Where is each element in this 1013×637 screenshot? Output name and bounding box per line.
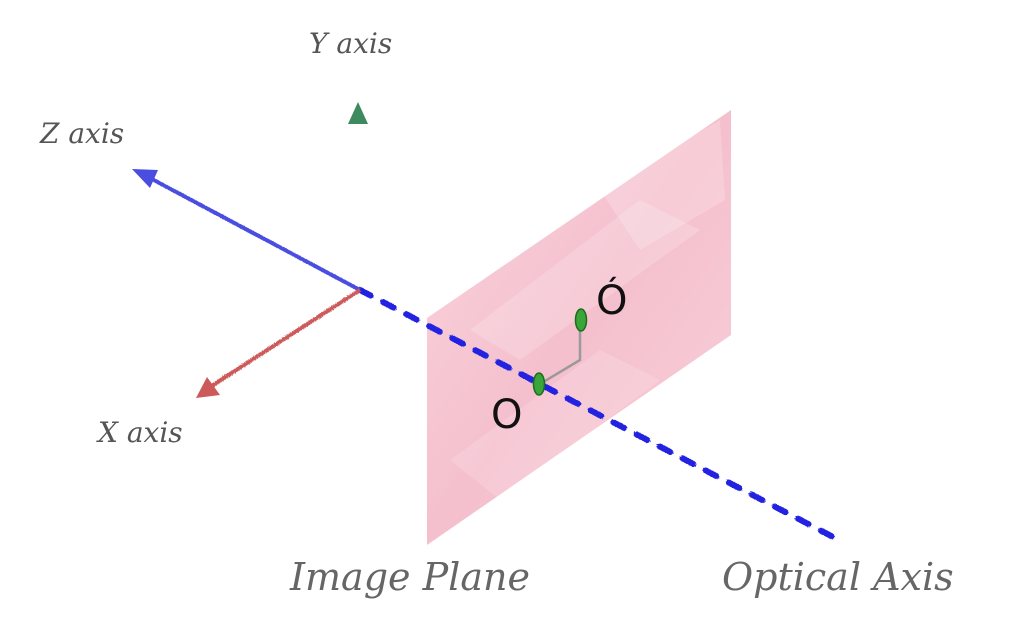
y-axis (348, 102, 368, 290)
image-plane-texture (470, 200, 700, 360)
point-connector (539, 322, 582, 386)
point-o-label: O (491, 392, 522, 438)
x-axis (196, 288, 362, 398)
z-axis-label: Z axis (39, 117, 124, 150)
x-axis-arrowhead (196, 377, 220, 398)
image-plane-texture (450, 350, 660, 500)
z-axis-arrowhead (132, 169, 158, 188)
image-plane-texture (600, 120, 725, 250)
optical-axis-label: Optical Axis (722, 555, 954, 599)
point-o-marker (532, 372, 546, 396)
image-plane-label: Image Plane (289, 555, 530, 599)
point-o-prime-marker (574, 308, 588, 332)
y-axis-arrowhead (348, 102, 368, 124)
z-axis (132, 169, 361, 292)
point-o-prime-label: Ó (596, 276, 627, 324)
x-axis-label: X axis (96, 416, 183, 449)
y-axis-label: Y axis (309, 27, 392, 60)
x-axis-line (208, 288, 362, 389)
z-axis-line (149, 176, 361, 292)
optical-axis-line (357, 287, 838, 541)
